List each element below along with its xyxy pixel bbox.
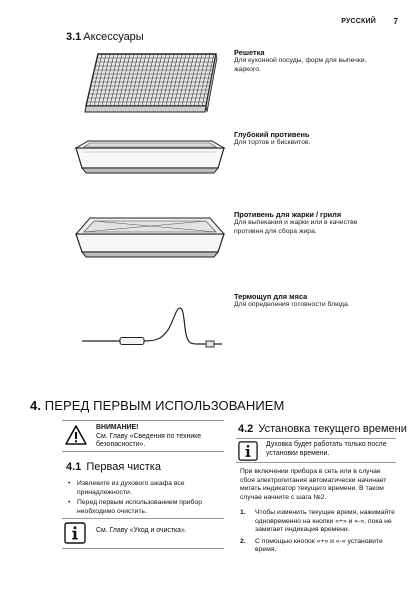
- divider: [62, 420, 224, 421]
- section-3-1-title: Аксессуары: [83, 31, 144, 43]
- step-text: Чтобы изменить текущее время, нажимайте …: [255, 509, 395, 534]
- list-item: 2. С помощью кнопок «+» и «-» установите…: [240, 538, 396, 555]
- accessory-name: Термощуп для мяса: [234, 292, 308, 301]
- list-item: Перед первым использованием прибор необх…: [66, 499, 226, 516]
- accessory-description: Для кухонной посуды, форм для выпечки, ж…: [234, 57, 367, 73]
- info-icon: [238, 441, 262, 463]
- accessory-item: Решетка Для кухонной посуды, форм для вы…: [234, 48, 384, 74]
- info-text: См. Главу «Уход и очистка».: [96, 527, 187, 534]
- step-number: 2.: [240, 537, 246, 545]
- accessory-name: Противень для жарки / гриля: [234, 210, 342, 219]
- info-box: Духовка будет работать только после уста…: [238, 441, 396, 463]
- section-4-1-heading: 4.1 Первая чистка: [66, 461, 161, 473]
- section-4-1-number: 4.1: [66, 461, 82, 473]
- chapter-4-title: ПЕРЕД ПЕРВЫМ ИСПОЛЬЗОВАНИЕМ: [44, 398, 285, 413]
- divider: [62, 548, 224, 549]
- cleaning-bullet-list: Извлеките из духового шкафа все принадле…: [66, 480, 226, 518]
- divider: [62, 518, 224, 519]
- list-item: Извлеките из духового шкафа все принадле…: [66, 480, 226, 497]
- section-4-2-title: Установка текущего времени: [258, 423, 407, 435]
- header-language: РУССКИЙ: [341, 18, 376, 25]
- info-icon: [64, 522, 90, 544]
- step-text: С помощью кнопок «+» и «-» установите вр…: [255, 537, 383, 554]
- grill-pan-illustration: [74, 210, 226, 266]
- time-paragraph: При включении прибора в сеть или в случа…: [240, 468, 387, 501]
- section-3-1-number: 3.1: [66, 31, 82, 43]
- divider: [236, 438, 396, 439]
- accessory-description: Для определения готовности блюда.: [234, 301, 350, 308]
- list-item: 1. Чтобы изменить текущее время, нажимай…: [240, 509, 396, 535]
- meat-probe-illustration: [80, 302, 230, 362]
- section-4-2-number: 4.2: [238, 423, 254, 435]
- accessory-description: Для выпекания и жарки или в качестве про…: [234, 219, 358, 235]
- accessory-description: Для тортов и бисквитов.: [234, 139, 311, 146]
- step-number: 1.: [240, 509, 246, 516]
- deep-baking-tray-illustration: [74, 132, 226, 182]
- chapter-4-heading: 4. ПЕРЕД ПЕРВЫМ ИСПОЛЬЗОВАНИЕМ: [30, 398, 284, 413]
- wire-rack-illustration: [74, 48, 226, 122]
- time-steps-list: 1. Чтобы изменить текущее время, нажимай…: [240, 509, 396, 558]
- section-4-2-heading: 4.2 Установка текущего времени: [238, 423, 407, 435]
- chapter-4-number: 4.: [30, 398, 42, 413]
- divider: [236, 462, 396, 463]
- warning-text: См. Главу «Сведения по технике безопасно…: [96, 432, 202, 449]
- warning-box: ВНИМАНИЕ! См. Главу «Сведения по технике…: [64, 424, 224, 450]
- warning-icon: [64, 424, 90, 446]
- accessory-name: Глубокий противень: [234, 130, 310, 139]
- section-4-1-title: Первая чистка: [86, 461, 161, 473]
- accessory-item: Термощуп для мяса Для определения готовн…: [234, 292, 384, 310]
- divider: [62, 451, 224, 452]
- info-box: См. Главу «Уход и очистка».: [64, 522, 224, 544]
- accessory-item: Глубокий противень Для тортов и бисквито…: [234, 130, 384, 148]
- info-text: Духовка будет работать только после уста…: [266, 441, 387, 457]
- accessory-name: Решетка: [234, 48, 265, 57]
- accessory-item: Противень для жарки / гриля Для выпекани…: [234, 210, 384, 236]
- warning-title: ВНИМАНИЕ!: [96, 424, 139, 431]
- page-number: 7: [393, 17, 398, 26]
